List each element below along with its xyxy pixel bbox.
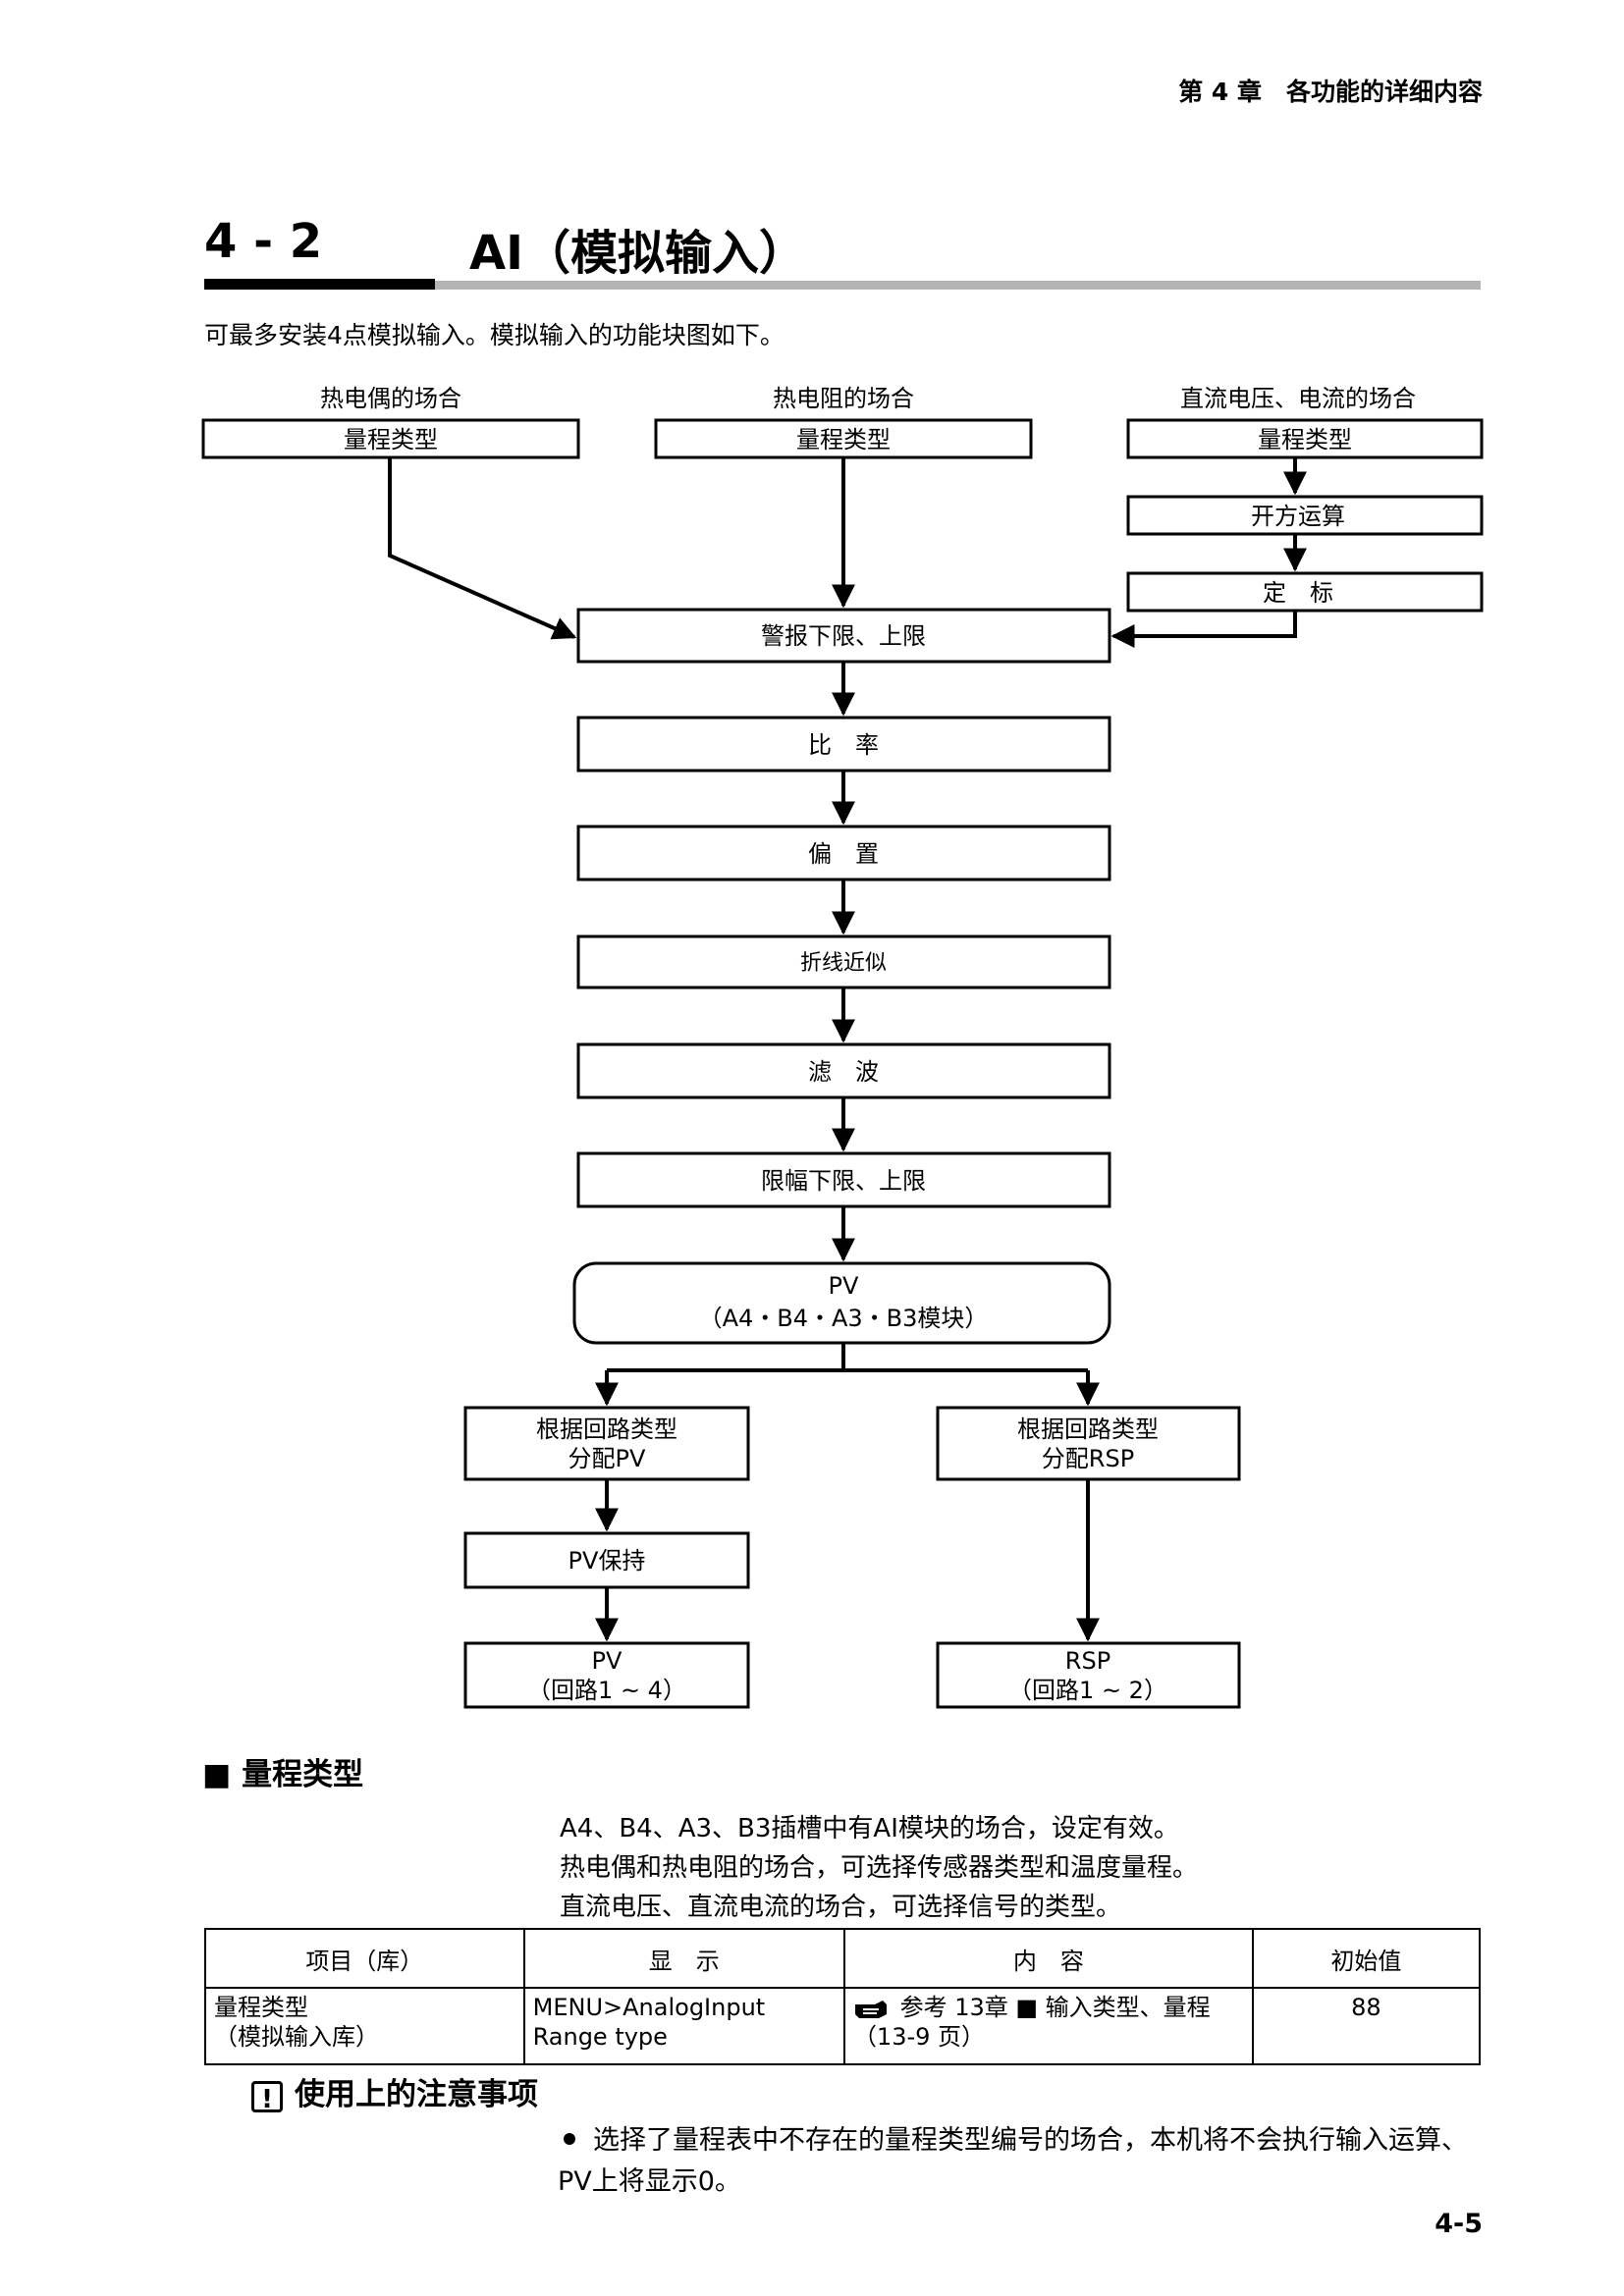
cell-item: 量程类型 （模拟输入库） <box>204 1987 525 2065</box>
ratio-box <box>576 716 1111 773</box>
arrow-scaling-to-alarm <box>1110 611 1297 648</box>
col-header-display: 显 示 <box>522 1928 845 1989</box>
notes-bullet-text: 选择了量程表中不存在的量程类型编号的场合，本机将不会执行输入运算、PV上将显示0… <box>558 2125 1468 2197</box>
item-name: 量程类型 <box>214 1994 308 2021</box>
out-pv-line2: （回路1 ~ 4） <box>527 1677 686 1704</box>
pv-label-line1: PV <box>829 1272 859 1300</box>
title-underline-light <box>435 281 1481 290</box>
range-type-heading: ■ 量程类型 <box>202 1757 364 1792</box>
filter-label: 滤 波 <box>808 1058 879 1086</box>
assign-pv-line1: 根据回路类型 <box>536 1415 677 1443</box>
page-number: 4-5 <box>1435 2209 1483 2239</box>
arrow-tc-to-alarm <box>388 457 577 640</box>
pv-module-box <box>572 1261 1111 1345</box>
table-row: 量程类型 （模拟输入库） MENU>AnalogInput Range type… <box>204 1987 1482 2065</box>
section-title: AI（模拟输入） <box>469 226 807 281</box>
tc-range-box <box>201 418 580 459</box>
cell-content: 参考 13章 ■ 输入类型、量程 （13-9 页） <box>842 1987 1254 2065</box>
out-pv-box <box>463 1641 750 1709</box>
assign-rsp-line1: 根据回路类型 <box>1017 1415 1159 1443</box>
notes-bullet: 选择了量程表中不存在的量程类型编号的场合，本机将不会执行输入运算、PV上将显示0… <box>558 2120 1481 2203</box>
tc-range-label: 量程类型 <box>344 426 438 454</box>
out-rsp-line1: RSP <box>1065 1647 1110 1675</box>
alarm-label: 警报下限、上限 <box>761 622 926 650</box>
cell-display: MENU>AnalogInput Range type <box>522 1987 845 2065</box>
assign-pv-box <box>463 1406 750 1481</box>
label-dc: 直流电压、电流的场合 <box>1180 385 1416 412</box>
label-thermocouple: 热电偶的场合 <box>320 385 461 412</box>
intro-text: 可最多安装4点模拟输入。模拟输入的功能块图如下。 <box>204 321 785 349</box>
scaling-label: 定 标 <box>1263 579 1333 607</box>
content-reference[interactable]: 参考 13章 ■ 输入类型、量程 <box>899 1994 1211 2021</box>
col-header-item: 项目（库） <box>204 1928 525 1989</box>
notes-heading: ! 使用上的注意事项 <box>251 2069 538 2114</box>
sqrt-box <box>1126 495 1484 536</box>
item-library: （模拟输入库） <box>214 2023 379 2051</box>
pv-hold-label: PV保持 <box>568 1547 646 1575</box>
ai-block-diagram: 热电偶的场合 热电阻的场合 直流电压、电流的场合 量程类型 量程类型 量程类型 … <box>201 385 1484 1709</box>
scaling-box <box>1126 571 1484 613</box>
display-param-name: Range type <box>532 2023 668 2051</box>
display-menu-path: MENU>AnalogInput <box>532 1994 766 2021</box>
range-desc-line-2: 热电偶和热电阻的场合，可选择传感器类型和温度量程。 <box>560 1853 1199 1883</box>
pv-hold-box <box>463 1531 750 1589</box>
cell-initial: 88 <box>1251 1987 1482 2065</box>
limit-label: 限幅下限、上限 <box>761 1167 926 1195</box>
dc-range-box <box>1126 418 1484 459</box>
out-pv-line1: PV <box>592 1647 623 1675</box>
range-desc-line-3: 直流电压、直流电流的场合，可选择信号的类型。 <box>560 1893 1122 1922</box>
linearize-box <box>576 934 1111 989</box>
range-desc-line-1: A4、B4、A3、B3插槽中有AI模块的场合，设定有效。 <box>560 1814 1179 1843</box>
title-underline-dark <box>204 279 435 290</box>
rtd-range-box <box>654 418 1033 459</box>
label-rtd: 热电阻的场合 <box>773 385 914 412</box>
col-header-content: 内 容 <box>842 1928 1254 1989</box>
notes-heading-text: 使用上的注意事项 <box>295 2077 538 2112</box>
bias-box <box>576 825 1111 881</box>
assign-rsp-line2: 分配RSP <box>1042 1445 1134 1472</box>
caution-icon: ! <box>251 2080 283 2114</box>
table-header-row: 项目（库） 显 示 内 容 初始值 <box>204 1928 1482 1989</box>
range-type-table: 项目（库） 显 示 内 容 初始值 量程类型 （模拟输入库） MENU>Anal… <box>204 1928 1482 2065</box>
bullet-dot-icon <box>564 2133 575 2145</box>
alarm-box <box>576 608 1111 664</box>
ratio-label: 比 率 <box>808 731 879 759</box>
pointing-hand-icon <box>854 2001 887 2018</box>
section-number: 4 - 2 <box>204 214 323 269</box>
pv-label-line2: （A4・B4・A3・B3模块） <box>699 1305 989 1332</box>
linearize-label: 折线近似 <box>800 951 887 976</box>
bias-label: 偏 置 <box>808 840 879 868</box>
out-rsp-box <box>936 1641 1241 1709</box>
content-page-ref: （13-9 页） <box>852 2023 986 2051</box>
assign-rsp-box <box>936 1406 1241 1481</box>
out-rsp-line2: （回路1 ~ 2） <box>1008 1677 1167 1704</box>
filter-box <box>576 1042 1111 1099</box>
dc-range-label: 量程类型 <box>1258 426 1352 454</box>
limit-box <box>576 1151 1111 1208</box>
assign-pv-line2: 分配PV <box>568 1445 646 1472</box>
sqrt-label: 开方运算 <box>1251 503 1345 530</box>
chapter-header: 第 4 章 各功能的详细内容 <box>1178 78 1483 106</box>
col-header-initial: 初始值 <box>1251 1928 1482 1989</box>
rtd-range-label: 量程类型 <box>796 426 891 454</box>
